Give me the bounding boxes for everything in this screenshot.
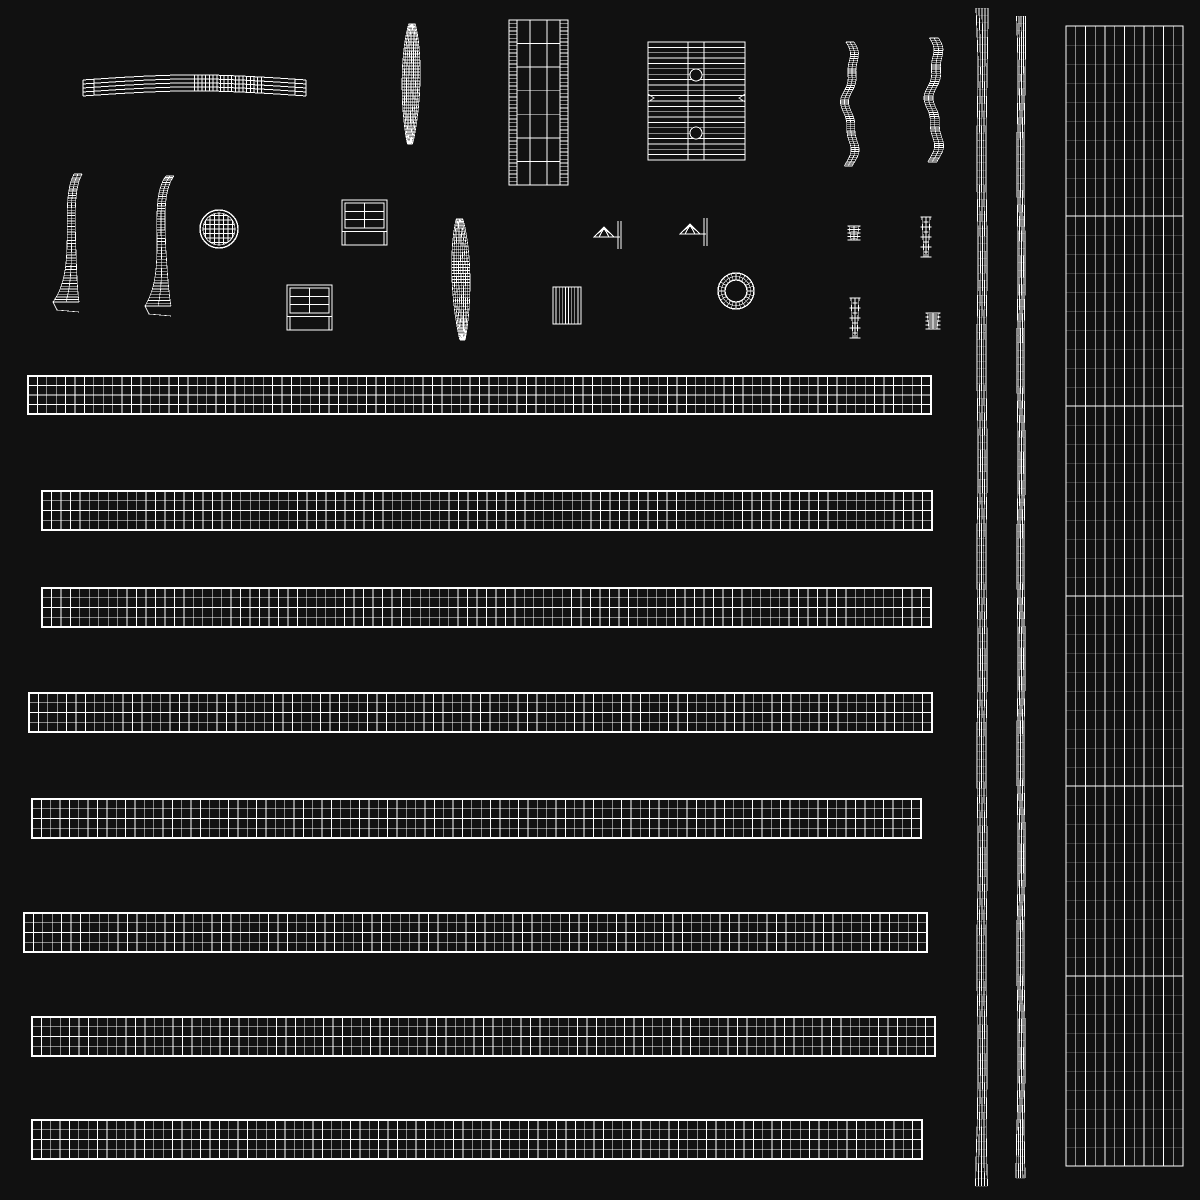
uv-strip-2 bbox=[41, 490, 933, 531]
uv-box-2 bbox=[286, 284, 333, 331]
uv-disc bbox=[199, 209, 239, 249]
uv-strand-2 bbox=[923, 37, 944, 163]
uv-post-1 bbox=[52, 173, 83, 313]
uv-fragment-3 bbox=[849, 297, 861, 339]
uv-pod-1 bbox=[401, 23, 421, 145]
uv-ladder-panel bbox=[508, 19, 569, 186]
uv-strip-5 bbox=[31, 798, 922, 839]
uv-pod-2 bbox=[451, 218, 471, 341]
uv-strip-4 bbox=[28, 692, 933, 733]
uv-bent-bar bbox=[82, 74, 307, 97]
uv-strip-1 bbox=[27, 375, 932, 415]
uv-pole-2 bbox=[1015, 15, 1026, 1179]
uv-strand-1 bbox=[840, 41, 860, 167]
uv-box-1 bbox=[341, 199, 388, 246]
uv-islands bbox=[23, 7, 1184, 1187]
uv-plate bbox=[647, 41, 746, 161]
uv-fragment-1 bbox=[847, 225, 861, 241]
uv-fragment-4 bbox=[925, 312, 941, 330]
uv-strip-6 bbox=[23, 912, 928, 953]
uv-bracket-2 bbox=[678, 218, 708, 246]
uv-tall-panel bbox=[1065, 25, 1184, 1167]
uv-strip-8 bbox=[31, 1119, 923, 1160]
uv-fragment-2 bbox=[920, 216, 932, 258]
uv-ring bbox=[717, 272, 755, 310]
uv-bracket-1 bbox=[592, 221, 622, 249]
uv-strip-3 bbox=[41, 587, 932, 628]
uv-post-2 bbox=[144, 175, 175, 317]
uv-ribbed-square bbox=[552, 286, 582, 325]
uv-pole-1 bbox=[975, 7, 989, 1187]
uv-strip-7 bbox=[31, 1016, 936, 1057]
